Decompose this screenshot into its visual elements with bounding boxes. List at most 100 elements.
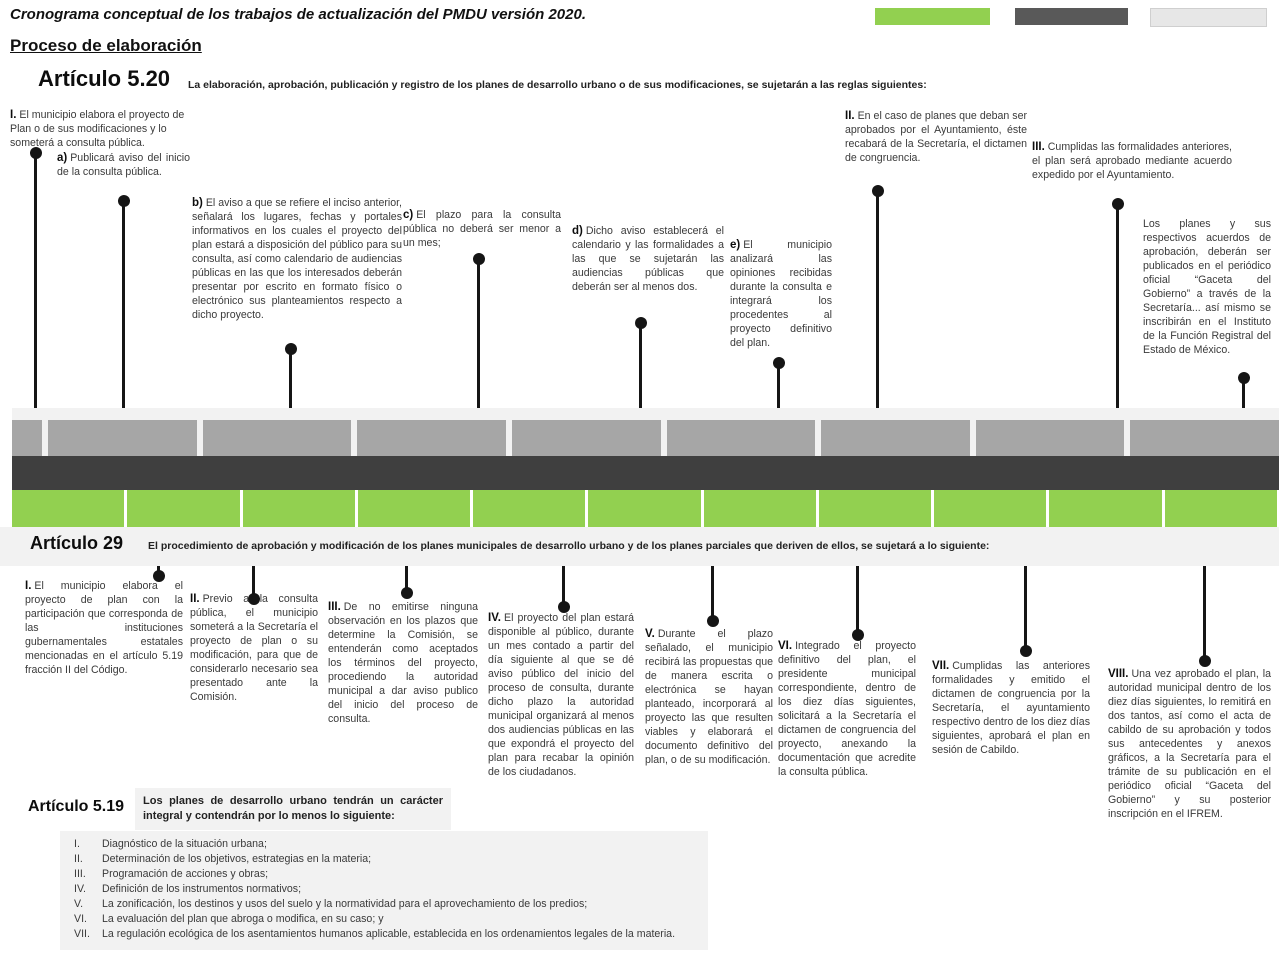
timeline-pin <box>856 566 859 636</box>
item-numeral: V. <box>74 898 84 911</box>
green-bar-segment <box>1049 490 1162 527</box>
gray-bar-segment <box>357 420 506 456</box>
item-numeral: I. <box>25 580 32 592</box>
item-numeral: a) <box>57 152 68 164</box>
item-text: Cumplidas las formalidades anteriores, e… <box>1032 141 1232 182</box>
item-numeral: II. <box>74 853 83 866</box>
legend-green-swatch <box>875 8 990 25</box>
timeline-pin <box>876 190 879 460</box>
item-text: La regulación ecológica de los asentamie… <box>102 928 676 941</box>
gray-bar-segment <box>821 420 970 456</box>
timeline-dark-bar <box>12 456 1279 490</box>
a520-note-II: II.En el caso de planes que deban ser ap… <box>845 109 1027 166</box>
timeline-pin <box>1024 566 1027 652</box>
articulo-5-20-description: La elaboración, aprobación, publicación … <box>188 79 927 91</box>
gray-bar-segment <box>666 420 816 456</box>
item-numeral: VI. <box>778 640 793 652</box>
green-bar-segment <box>473 490 586 527</box>
a29-note-VII: VII.Cumplidas las anteriores formalidade… <box>932 659 1090 758</box>
item-numeral: VII. <box>932 660 950 672</box>
timeline-pin <box>639 322 642 460</box>
a520-note-I: I.El municipio elabora el proyecto de Pl… <box>10 108 188 151</box>
item-text: El aviso a que se refiere el inciso ante… <box>192 197 402 321</box>
a29-note-VIII: VIII.Una vez aprobado el plan, la autori… <box>1108 667 1271 822</box>
a520-note-c: c)El plazo para la consulta pública no d… <box>403 208 561 251</box>
legend-light-gray-swatch <box>1150 8 1267 27</box>
item-numeral: VII. <box>74 928 90 941</box>
timeline-pin <box>252 566 255 600</box>
item-text: El plazo para la consulta pública no deb… <box>403 209 561 250</box>
item-numeral: VIII. <box>1108 668 1129 680</box>
timeline-pin <box>562 566 565 608</box>
a29-note-IV: IV.El proyecto del plan estará disponibl… <box>488 611 634 780</box>
item-text: Diagnóstico de la situación urbana; <box>102 838 267 850</box>
item-text: La evaluación del plan que abroga o modi… <box>102 913 384 926</box>
gray-bar-segment <box>1130 420 1279 456</box>
gray-bar-segment <box>48 420 197 456</box>
item-text: Durante el plazo señalado, el municipio … <box>645 628 773 766</box>
green-bar-segment <box>357 490 471 527</box>
green-bar-segment <box>703 490 816 527</box>
a29-note-III: III.De no emitirse ninguna observación e… <box>328 600 478 727</box>
item-numeral: VI. <box>74 913 87 926</box>
timeline-pin <box>711 566 714 622</box>
item-numeral: d) <box>572 225 583 237</box>
green-bar-segment <box>934 490 1047 527</box>
green-bar-segment <box>588 490 701 527</box>
articulo-5-19-intro: Los planes de desarrollo urbano tendrán … <box>135 788 451 830</box>
a29-note-V: V.Durante el plazo señalado, el municipi… <box>645 627 773 768</box>
a520-note-d: d)Dicho aviso establecerá el calendario … <box>572 224 724 295</box>
item-text: Previo a la consulta pública, el municip… <box>190 593 318 703</box>
item-text: El municipio elabora el proyecto de plan… <box>25 580 183 677</box>
item-text: Los planes y sus respectivos acuerdos de… <box>1143 218 1271 356</box>
section-subtitle: Proceso de elaboración <box>10 36 202 55</box>
articulo-5-19-title: Artículo 5.19 <box>28 798 125 815</box>
articulo-29-description: El procedimiento de aprobación y modific… <box>148 540 990 552</box>
gray-bar-segment <box>12 420 42 456</box>
timeline-pin <box>477 258 480 460</box>
articulo-5-20-title: Artículo 5.20 <box>38 66 171 91</box>
item-text: Programación de acciones y obras; <box>102 868 269 881</box>
list-item: VI. La evaluación del plan que abroga o m… <box>60 912 708 927</box>
item-numeral: III. <box>1032 141 1045 153</box>
item-text: Definición de los instrumentos normativo… <box>102 883 302 896</box>
item-numeral: III. <box>328 601 341 613</box>
item-text: Una vez aprobado el plan, la autoridad m… <box>1108 668 1271 820</box>
timeline-pin <box>34 152 37 460</box>
list-item: III. Programación de acciones y obras; <box>60 867 708 882</box>
a29-note-VI: VI.Integrado el proyecto definitivo del … <box>778 639 916 780</box>
a520-note-e: e)El municipio analizará las opiniones r… <box>730 238 832 351</box>
page-title: Cronograma conceptual de los trabajos de… <box>10 6 586 23</box>
list-item: I. Diagnóstico de la situación urbana; <box>60 837 708 852</box>
gray-bar-segment <box>975 420 1125 456</box>
item-numeral: II. <box>845 110 855 122</box>
item-text: Determinación de los objetivos, estrateg… <box>102 853 372 866</box>
item-numeral: IV. <box>74 883 86 896</box>
item-text: De no emitirse ninguna observación en lo… <box>328 601 478 725</box>
item-numeral: II. <box>190 593 200 605</box>
item-numeral: IV. <box>488 612 502 624</box>
item-text: Cumplidas las anteriores formalidades y … <box>932 660 1090 757</box>
a520-note-b: b)El aviso a que se refiere el inciso an… <box>192 196 402 323</box>
timeline-pin <box>1116 203 1119 460</box>
green-bar-segment <box>12 490 125 527</box>
item-numeral: III. <box>74 868 86 881</box>
green-bar-segment <box>127 490 240 527</box>
a520-note-a: a)Publicará aviso del inicio de la consu… <box>57 151 190 180</box>
a520-note-publication: Los planes y sus respectivos acuerdos de… <box>1143 218 1271 358</box>
item-text: El municipio elabora el proyecto de Plan… <box>10 109 185 150</box>
list-item: II. Determinación de los objetivos, estra… <box>60 852 708 867</box>
item-numeral: I. <box>74 838 80 850</box>
green-bar-segment <box>1164 490 1277 527</box>
green-bar-segment <box>818 490 932 527</box>
list-item: IV. Definición de los instrumentos normat… <box>60 882 708 897</box>
timeline-pin <box>289 348 292 460</box>
item-text: En el caso de planes que deban ser aprob… <box>845 110 1027 165</box>
gray-bar-segment <box>202 420 352 456</box>
timeline-gray-segments <box>12 420 1279 456</box>
item-text: Dicho aviso establecerá el calendario y … <box>572 225 724 294</box>
timeline-pin <box>157 566 160 577</box>
timeline-pin <box>1203 566 1206 662</box>
item-text: El municipio analizará las opiniones rec… <box>730 239 832 349</box>
list-item: VII. La regulación ecológica de los asent… <box>60 927 708 942</box>
